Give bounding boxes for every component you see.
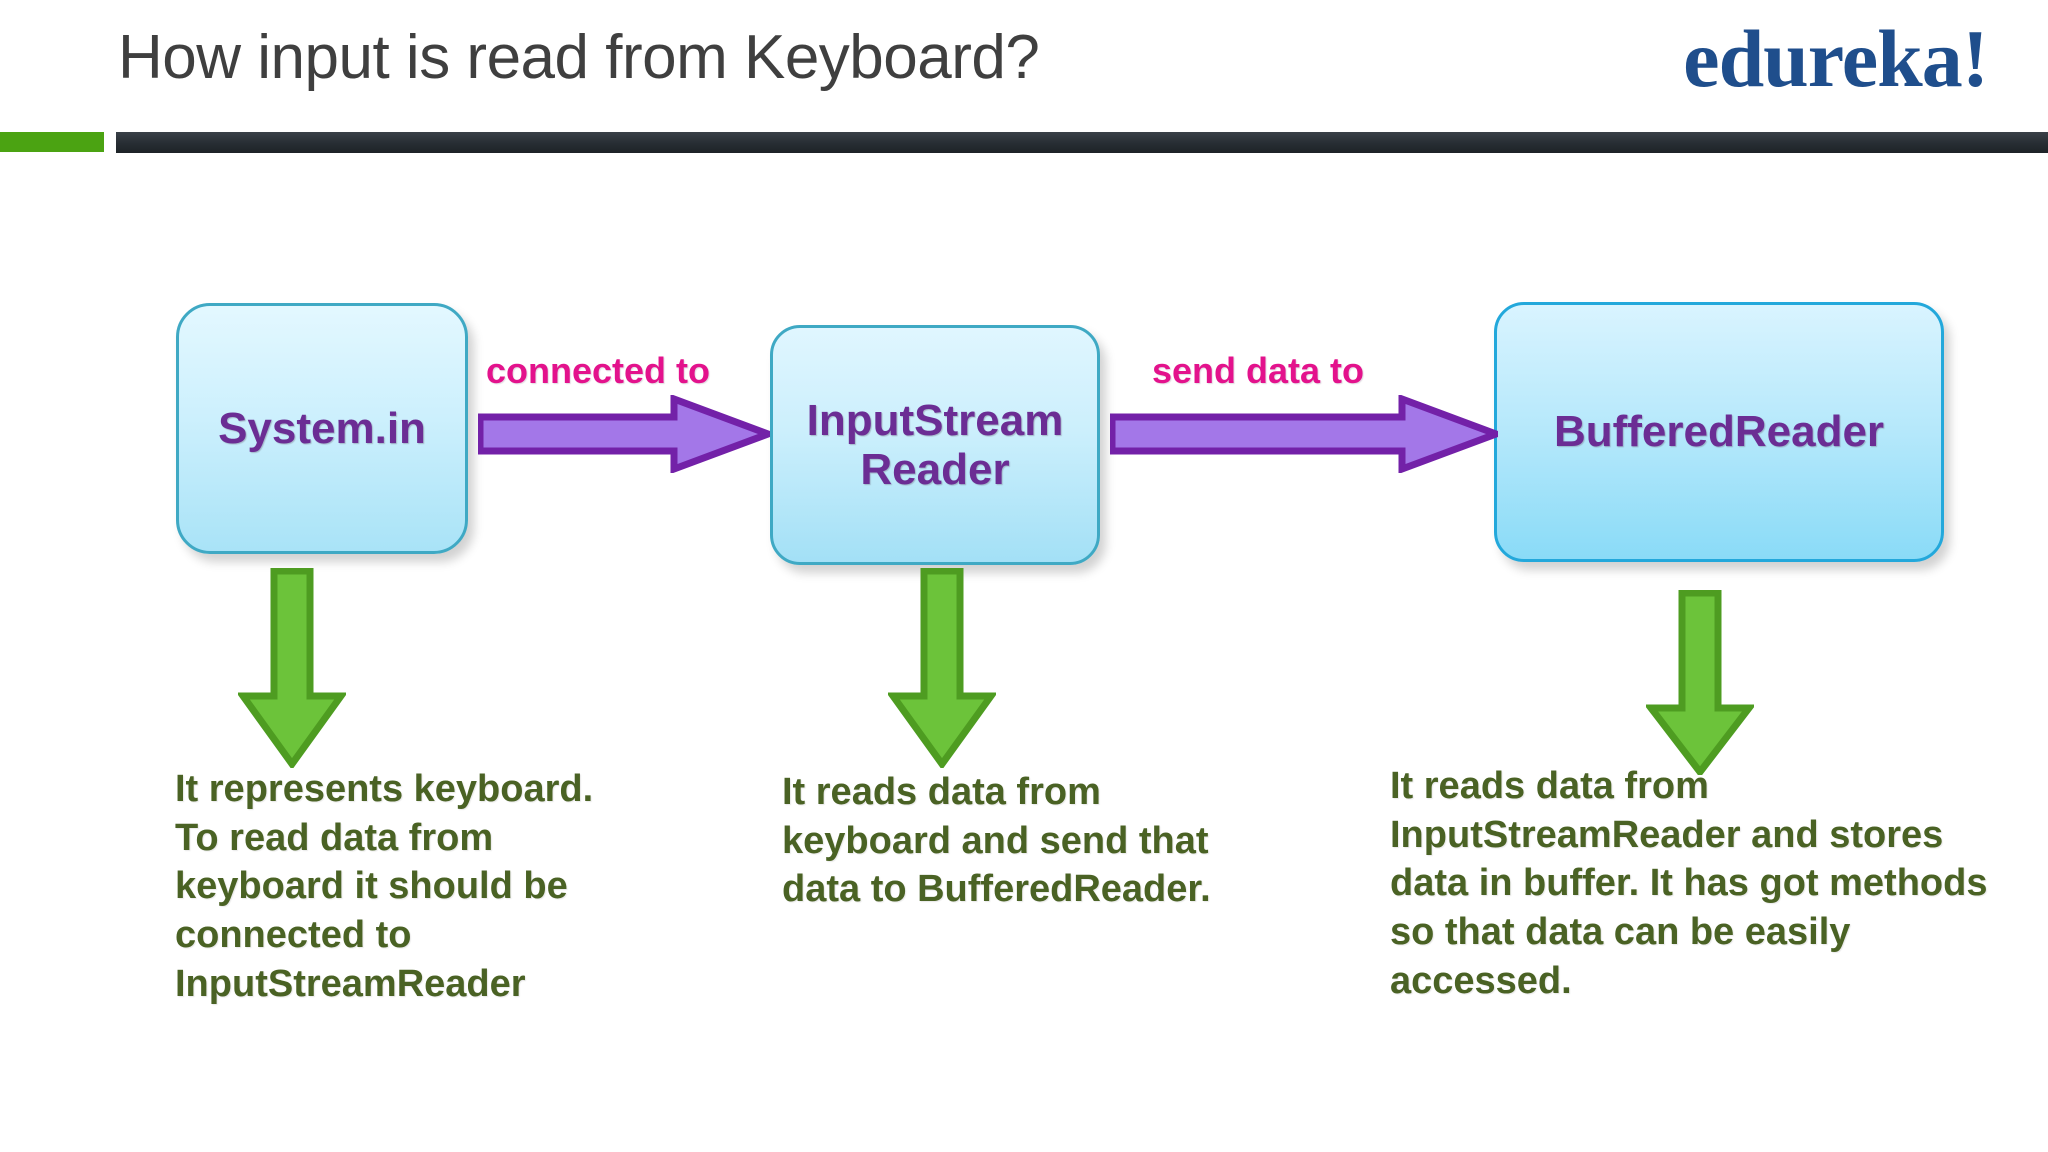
edureka-logo: edureka!	[1683, 13, 1989, 104]
node-inputstreamreader-label: InputStream Reader	[806, 395, 1064, 494]
node-bufferedreader[interactable]: BufferedReader	[1494, 302, 1944, 562]
connector-label-connected-to: connected to	[486, 350, 711, 391]
node-system-in-label: System.in	[218, 403, 426, 453]
down-arrow-icon-inputstreamreader	[888, 568, 996, 768]
description-bufferedreader: It reads data from InputStreamReader and…	[1390, 765, 1988, 1002]
page-title: How input is read from Keyboard?	[118, 23, 1040, 92]
node-inputstreamreader[interactable]: InputStream Reader	[770, 325, 1100, 565]
description-system-in: It represents keyboard. To read data fro…	[175, 768, 594, 1005]
down-arrow-icon-bufferedreader	[1646, 590, 1754, 775]
node-system-in[interactable]: System.in	[176, 303, 468, 554]
right-arrow-icon-sysin-to-isr	[478, 395, 770, 473]
node-bufferedreader-label: BufferedReader	[1553, 407, 1885, 457]
accent-bar-green	[0, 132, 104, 152]
divider-bar-dark	[116, 132, 2048, 153]
right-arrow-icon-isr-to-br	[1110, 395, 1498, 473]
connector-label-send-data-to: send data to	[1152, 350, 1365, 391]
down-arrow-icon-system-in	[238, 568, 346, 768]
description-inputstreamreader: It reads data from keyboard and send tha…	[782, 771, 1211, 911]
